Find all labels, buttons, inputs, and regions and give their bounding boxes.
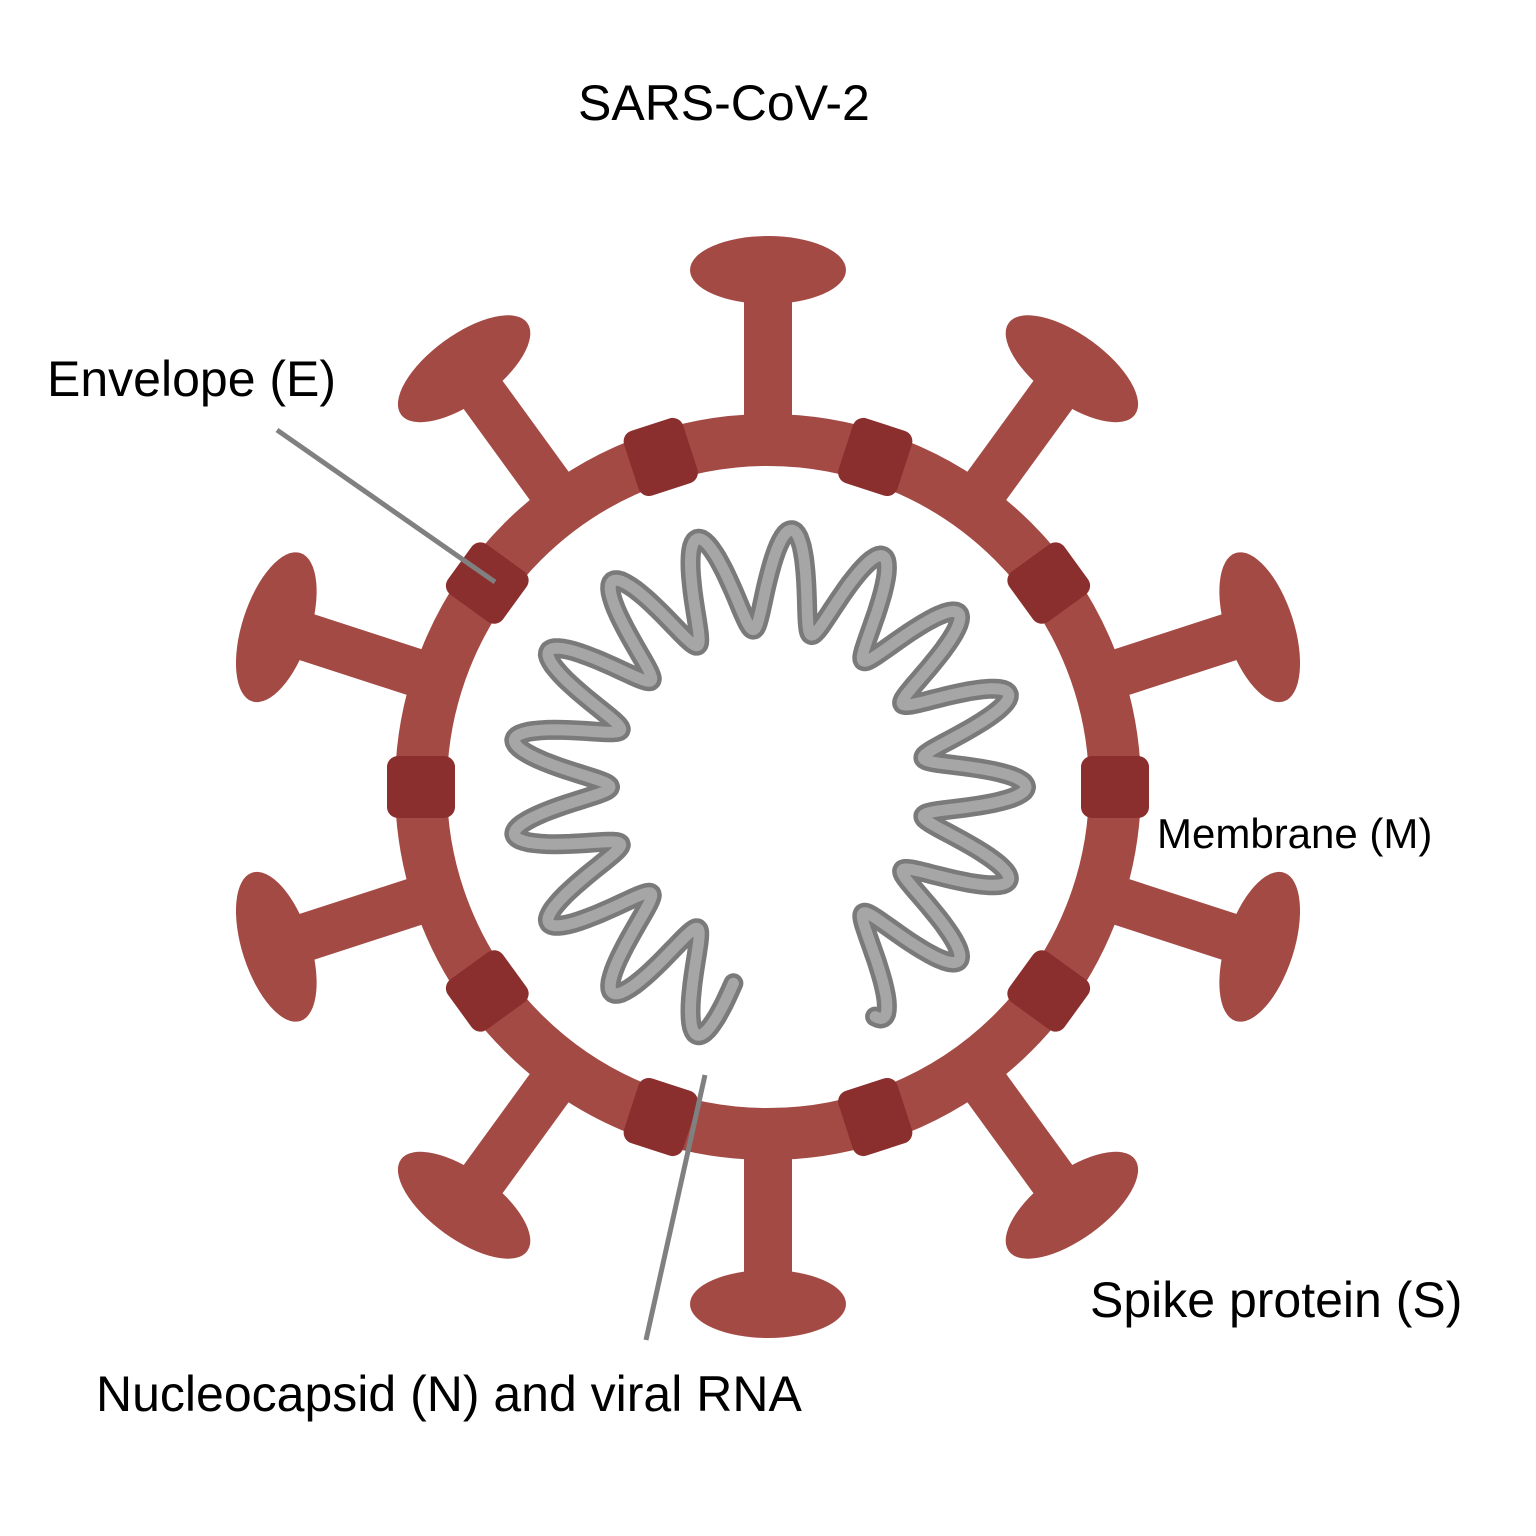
spike-head xyxy=(1005,1151,1139,1259)
membrane-protein xyxy=(1007,950,1091,1032)
spike-proteins xyxy=(235,236,1301,1338)
membrane-protein xyxy=(387,756,455,818)
nucleocapsid-rna xyxy=(504,520,1036,1046)
rna-strand xyxy=(508,524,1032,1041)
spike-head xyxy=(1219,871,1301,1022)
nucleocapsid-leader-line xyxy=(643,1074,708,1341)
membrane-proteins xyxy=(387,417,1149,1157)
membrane-protein xyxy=(1081,756,1149,818)
spike-head xyxy=(690,1270,846,1338)
spike-head xyxy=(1005,315,1139,423)
spike-head xyxy=(1219,552,1301,703)
spike-head xyxy=(397,1151,531,1259)
membrane-protein xyxy=(623,1077,698,1157)
membrane-protein xyxy=(445,950,529,1032)
spike-head xyxy=(397,315,531,423)
membrane-label: Membrane (M) xyxy=(1157,810,1433,857)
leader-lines xyxy=(275,427,708,1341)
spike-head xyxy=(235,871,317,1022)
diagram-title: SARS-CoV-2 xyxy=(578,75,870,131)
envelope-leader-line xyxy=(275,427,497,585)
membrane-protein xyxy=(838,1077,913,1157)
spike-protein-label: Spike protein (S) xyxy=(1090,1272,1463,1328)
nucleocapsid-label: Nucleocapsid (N) and viral RNA xyxy=(96,1366,802,1422)
viral-envelope xyxy=(395,414,1141,1160)
membrane-protein xyxy=(838,417,913,497)
spike-head xyxy=(235,552,317,703)
envelope-label: Envelope (E) xyxy=(47,351,337,407)
membrane-protein xyxy=(623,417,698,497)
spike-head xyxy=(690,236,846,304)
membrane-protein xyxy=(1007,542,1091,624)
